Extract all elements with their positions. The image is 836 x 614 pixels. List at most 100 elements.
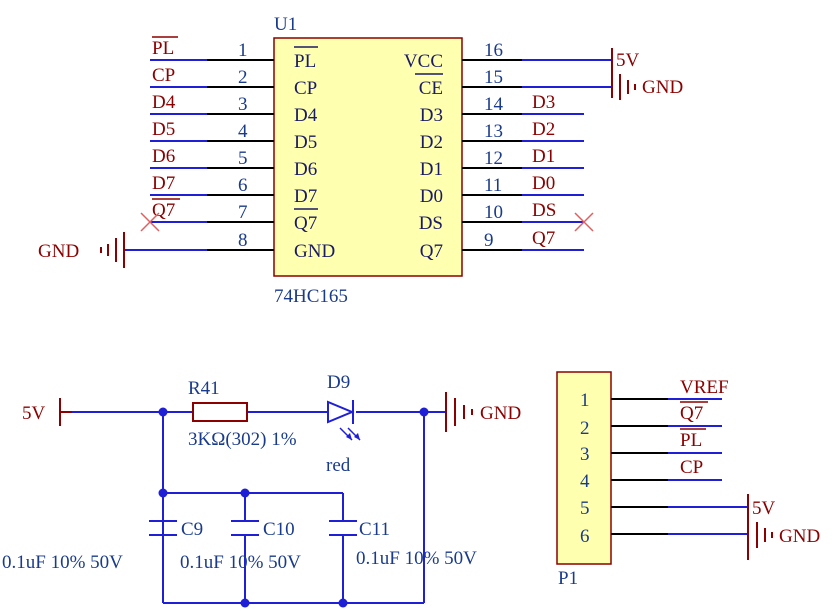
pin-number: 5 (580, 498, 590, 519)
pin-name: D1 (420, 159, 443, 180)
pin-number: 13 (484, 121, 503, 142)
net-label-q7-left: Q7 (152, 200, 175, 221)
u1-right-pin-numbers: 16 15 14 13 12 11 10 9 (484, 40, 504, 251)
capacitor-c10 (231, 520, 259, 536)
r41-value: 3KΩ(302) 1% (188, 429, 297, 450)
p1-designator: P1 (558, 568, 578, 589)
vcc-label: 5V (616, 50, 640, 71)
c9-designator: C9 (181, 519, 203, 540)
net-label-vref: VREF (680, 377, 729, 398)
net-label-q7-right: Q7 (532, 228, 555, 249)
c9-value: 0.1uF 10% 50V (2, 552, 123, 573)
vcc-label: 5V (22, 403, 46, 424)
net-label-pl-p1: PL (680, 430, 702, 451)
net-label-d6: D6 (152, 146, 175, 167)
junction-dot (338, 598, 348, 608)
d9-designator: D9 (327, 372, 350, 393)
d9-color: red (326, 455, 351, 476)
pin-name: Q7 (420, 241, 443, 262)
net-label-d0: D0 (532, 173, 555, 194)
junction-dot (419, 407, 429, 417)
u1-right-pin-names: VCC CE D3 D2 D1 D0 DS Q7 (404, 51, 443, 262)
r41-designator: R41 (188, 378, 220, 399)
pin-number: 6 (580, 526, 590, 547)
pin-number: 2 (580, 418, 590, 439)
net-label-d4: D4 (152, 92, 176, 113)
p1-net-labels: VREF Q7 PL CP (680, 377, 729, 478)
c10-designator: C10 (263, 519, 295, 540)
u1-left-nets: PL CP D4 D5 D6 D7 Q7 (124, 36, 207, 251)
pin-name: D7 (294, 186, 317, 207)
net-label-cp-p1: CP (680, 457, 703, 478)
pin-number: 3 (580, 444, 590, 465)
pin-name: D5 (294, 132, 317, 153)
led-d9 (327, 400, 361, 441)
net-label-d7: D7 (152, 173, 175, 194)
pin-number: 12 (484, 148, 503, 169)
junction-dot (158, 488, 168, 498)
net-label-pl: PL (152, 38, 174, 59)
pin-name: D6 (294, 159, 317, 180)
capacitor-c9 (149, 520, 177, 536)
pin-name: D2 (420, 132, 443, 153)
vcc-label: 5V (752, 498, 776, 519)
u1-body (273, 37, 463, 277)
net-label-cp: CP (152, 65, 175, 86)
pin-number: 8 (238, 230, 248, 251)
connector-p1[interactable]: P1 1 2 3 4 5 6 VREF Q7 PL (556, 371, 820, 589)
pin-name: DS (419, 213, 443, 234)
pin-name: D3 (420, 105, 443, 126)
u1-right-pin-leads (462, 59, 522, 251)
pin-number: 1 (580, 390, 590, 411)
pin-number: 7 (238, 202, 248, 223)
led-circuit: 5V R41 3KΩ(302) 1% D9 red GND (2, 372, 521, 608)
pin-name: D0 (420, 186, 443, 207)
c10-value: 0.1uF 10% 50V (180, 552, 301, 573)
p1-pin-numbers: 1 2 3 4 5 6 (580, 390, 590, 547)
gnd-label: GND (480, 403, 521, 424)
u1-left-pin-leads (207, 59, 274, 251)
pin-number: 2 (238, 67, 248, 88)
c11-designator: C11 (359, 519, 390, 540)
gnd-label: GND (642, 77, 683, 98)
junction-dot (158, 407, 168, 417)
gnd-label: GND (38, 241, 79, 262)
capacitor-c11 (329, 520, 357, 536)
u1-74hc165[interactable]: U1 74HC165 1 2 3 4 (207, 14, 522, 307)
pin-name: D4 (294, 105, 318, 126)
power-symbols-u1-top: 5V GND (611, 48, 683, 100)
power-symbols-p1: 5V GND (747, 494, 820, 560)
net-label-d2: D2 (532, 119, 555, 140)
pin-number: 4 (238, 121, 248, 142)
u1-left-pin-numbers: 1 2 3 4 5 6 7 8 (238, 40, 248, 251)
pin-number: 6 (238, 175, 248, 196)
c11-value: 0.1uF 10% 50V (356, 548, 477, 569)
gnd-label: GND (779, 526, 820, 547)
net-label-d3: D3 (532, 92, 555, 113)
pin-number: 10 (484, 202, 503, 223)
p1-leads (611, 398, 748, 535)
junction-dot (240, 488, 250, 498)
net-label-q7-p1: Q7 (680, 403, 703, 424)
pin-name: CP (294, 78, 317, 99)
pin-number: 5 (238, 148, 248, 169)
pin-name: PL (294, 51, 316, 72)
pin-name: Q7 (294, 213, 317, 234)
pin-name: CE (419, 78, 443, 99)
p1-body (556, 371, 612, 565)
net-label-ds: DS (532, 200, 556, 221)
u1-part-number: 74HC165 (274, 286, 348, 307)
pin-number: 16 (484, 40, 503, 61)
u1-right-nets: D3 D2 D1 D0 DS Q7 (522, 59, 612, 251)
pin-number: 3 (238, 94, 248, 115)
u1-left-pin-names: PL CP D4 D5 D6 D7 Q7 GND (294, 46, 335, 262)
pin-number: 9 (484, 230, 494, 251)
pin-number: 4 (580, 471, 590, 492)
net-label-d1: D1 (532, 146, 555, 167)
pin-name: VCC (404, 51, 443, 72)
pin-name: GND (294, 241, 335, 262)
u1-designator: U1 (274, 14, 297, 35)
gnd-symbol-u1-pin8: GND (38, 232, 125, 268)
pin-number: 1 (238, 40, 248, 61)
